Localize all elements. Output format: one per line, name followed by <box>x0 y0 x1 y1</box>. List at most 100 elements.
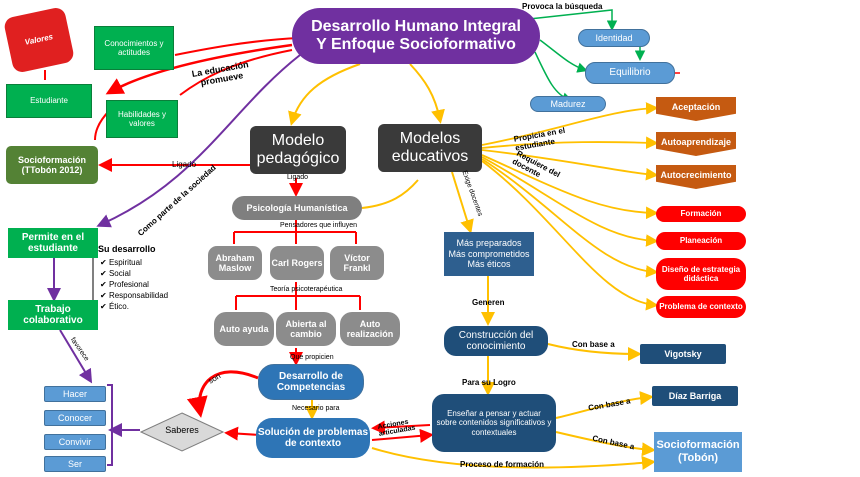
link-title-identidad <box>519 9 618 31</box>
pensador-node-label: Víctor Frankl <box>343 252 371 273</box>
desarrollo-item: ✔ Ético. <box>100 301 168 312</box>
accion-node: Hacer <box>44 386 106 402</box>
teoria-node: Auto ayuda <box>214 312 274 346</box>
psicologia-node: Psicología Humanística <box>232 196 362 220</box>
socioformacion-node: Socioformación (TTobón 2012) <box>6 146 98 184</box>
saberes-node: Saberes <box>139 412 225 452</box>
socioformacion-tobon-label: Socioformación (Tobón) <box>656 439 740 464</box>
habilidades-label: Habilidades y valores <box>117 109 167 128</box>
pensador-node-label: Carl Rogers <box>271 257 323 268</box>
link-modelos-autoaprendizaje <box>481 136 659 150</box>
label-necesario: Necesario para <box>292 405 340 412</box>
trabajo-label: Trabajo colaborativo <box>23 303 83 327</box>
docente-item-node-label: Planeación <box>679 236 723 246</box>
permite-node: Permite en el estudiante <box>8 228 98 258</box>
docente-item-node-label: Formación <box>680 209 722 219</box>
label-que-propicien: Que propicien <box>290 354 334 361</box>
estudiante-item-node-label: Autocrecimiento <box>660 169 732 180</box>
permite-label: Permite en el estudiante <box>21 231 85 255</box>
link-trabajo-acciones <box>59 329 93 384</box>
madurez-node: Madurez <box>530 96 606 112</box>
accion-node: Conocer <box>44 410 106 426</box>
socioformacion-label: Socioformación (TTobón 2012) <box>17 154 86 175</box>
check-icon: ✔ <box>100 280 109 289</box>
desarrollo-item: ✔ Responsabilidad <box>100 290 168 301</box>
modelos-educativos-node: Modelos educativos <box>378 124 482 172</box>
link-title-modelos-educativos <box>409 63 445 124</box>
link-psicologia-modelos <box>361 179 419 209</box>
link-modelos-preparados <box>451 171 474 234</box>
label-provoca: Provoca la búsqueda <box>522 2 603 11</box>
link-ensenar-diaz <box>555 391 654 419</box>
label-proceso: Proceso de formación <box>460 460 545 469</box>
solucion-node: Solución de problemas de contexto <box>256 418 370 458</box>
teoria-node-label: Auto ayuda <box>219 323 269 334</box>
label-ligado: Ligado <box>172 160 197 169</box>
conocimientos-label: Conocimientos y actitudes <box>104 38 164 57</box>
desarrollo-item: ✔ Profesional <box>100 279 168 290</box>
accion-node: Ser <box>44 456 106 472</box>
link-modelos-formacion <box>481 154 659 220</box>
teoria-node: Auto realización <box>340 312 400 346</box>
mas-preparados-label: Más preparados Más comprometidos Más éti… <box>448 238 530 270</box>
equilibrio-label: Equilibrio <box>609 67 651 79</box>
label-ligado2: Ligado <box>287 174 309 181</box>
habilidades-node: Habilidades y valores <box>106 100 178 138</box>
solucion-label: Solución de problemas de contexto <box>257 426 369 450</box>
estudiante-node: Estudiante <box>6 84 92 118</box>
desarrollo-item: ✔ Social <box>100 268 168 279</box>
estudiante-item-node-label: Autoaprendizaje <box>660 136 731 147</box>
desarrollo-item-label: Profesional <box>108 280 149 289</box>
madurez-label: Madurez <box>550 98 586 109</box>
desarrollo-competencias-node: Desarrollo de Competencias <box>258 364 364 400</box>
desarrollo-list: ✔ Espiritual✔ Social✔ Profesional✔ Respo… <box>100 257 168 312</box>
diaz-barriga-label: Díaz Barriga <box>668 390 722 401</box>
bracket-acciones <box>107 384 113 466</box>
accion-node: Convivir <box>44 434 106 450</box>
docente-item-node-label: Diseño de estrategia didáctica <box>661 264 741 283</box>
check-icon: ✔ <box>100 302 109 311</box>
pensador-node-label: Abraham Maslow <box>215 252 255 273</box>
check-icon: ✔ <box>100 291 109 300</box>
saberes-label: Saberes <box>165 425 199 435</box>
desarrollo-item-label: Social <box>108 269 131 278</box>
title-node: Desarrollo Humano Integral Y Enfoque Soc… <box>292 8 540 64</box>
accion-node-label: Hacer <box>62 388 87 399</box>
estudiante-item-node-label: Aceptación <box>671 101 721 112</box>
label-con-base-1: Con base a <box>572 340 615 349</box>
link-solucion-tobon <box>371 447 656 470</box>
link-construccion-vigotsky <box>547 343 642 361</box>
pensador-node: Víctor Frankl <box>330 246 384 280</box>
construccion-label: Construcción del conocimiento <box>458 329 534 353</box>
vigotsky-node: Vigotsky <box>640 344 726 364</box>
conocimientos-node: Conocimientos y actitudes <box>94 26 174 70</box>
label-pensadores: Pensadores que influyen <box>280 222 358 229</box>
title-text: Desarrollo Humano Integral Y Enfoque Soc… <box>311 17 521 53</box>
link-solucion-ensenar <box>371 428 434 443</box>
link-ensenar-tobon <box>555 431 656 457</box>
identidad-label: Identidad <box>595 32 633 43</box>
construccion-node: Construcción del conocimiento <box>444 326 548 356</box>
link-title-equilibrio <box>539 39 588 73</box>
teoria-node-label: Abierta al cambio <box>285 318 327 339</box>
link-solucion-saberes <box>224 426 261 441</box>
saberes-diamond-shape <box>139 412 225 452</box>
ensenar-node: Enseñar a pensar y actuar sobre contenid… <box>432 394 556 452</box>
link-modelos-planeacion <box>481 156 659 247</box>
pensador-node: Abraham Maslow <box>208 246 262 280</box>
label-para-su-logro: Para su Logro <box>462 378 516 387</box>
ensenar-label: Enseñar a pensar y actuar sobre contenid… <box>436 409 552 437</box>
accion-node-label: Conocer <box>57 412 93 423</box>
link-title-permite <box>96 54 301 228</box>
label-generen: Generen <box>472 298 505 307</box>
desarrollo-competencias-label: Desarrollo de Competencias <box>276 370 346 394</box>
link-modelos-autocrecimiento <box>481 149 659 181</box>
branch-pensadores <box>233 220 357 244</box>
accion-node-label: Convivir <box>58 436 92 447</box>
desarrollo-item-label: Espiritual <box>108 258 142 267</box>
link-title-conocimientos <box>174 37 301 56</box>
diaz-barriga-node: Díaz Barriga <box>652 386 738 406</box>
docente-item-node: Problema de contexto <box>656 296 746 318</box>
docente-item-node: Formación <box>656 206 746 222</box>
